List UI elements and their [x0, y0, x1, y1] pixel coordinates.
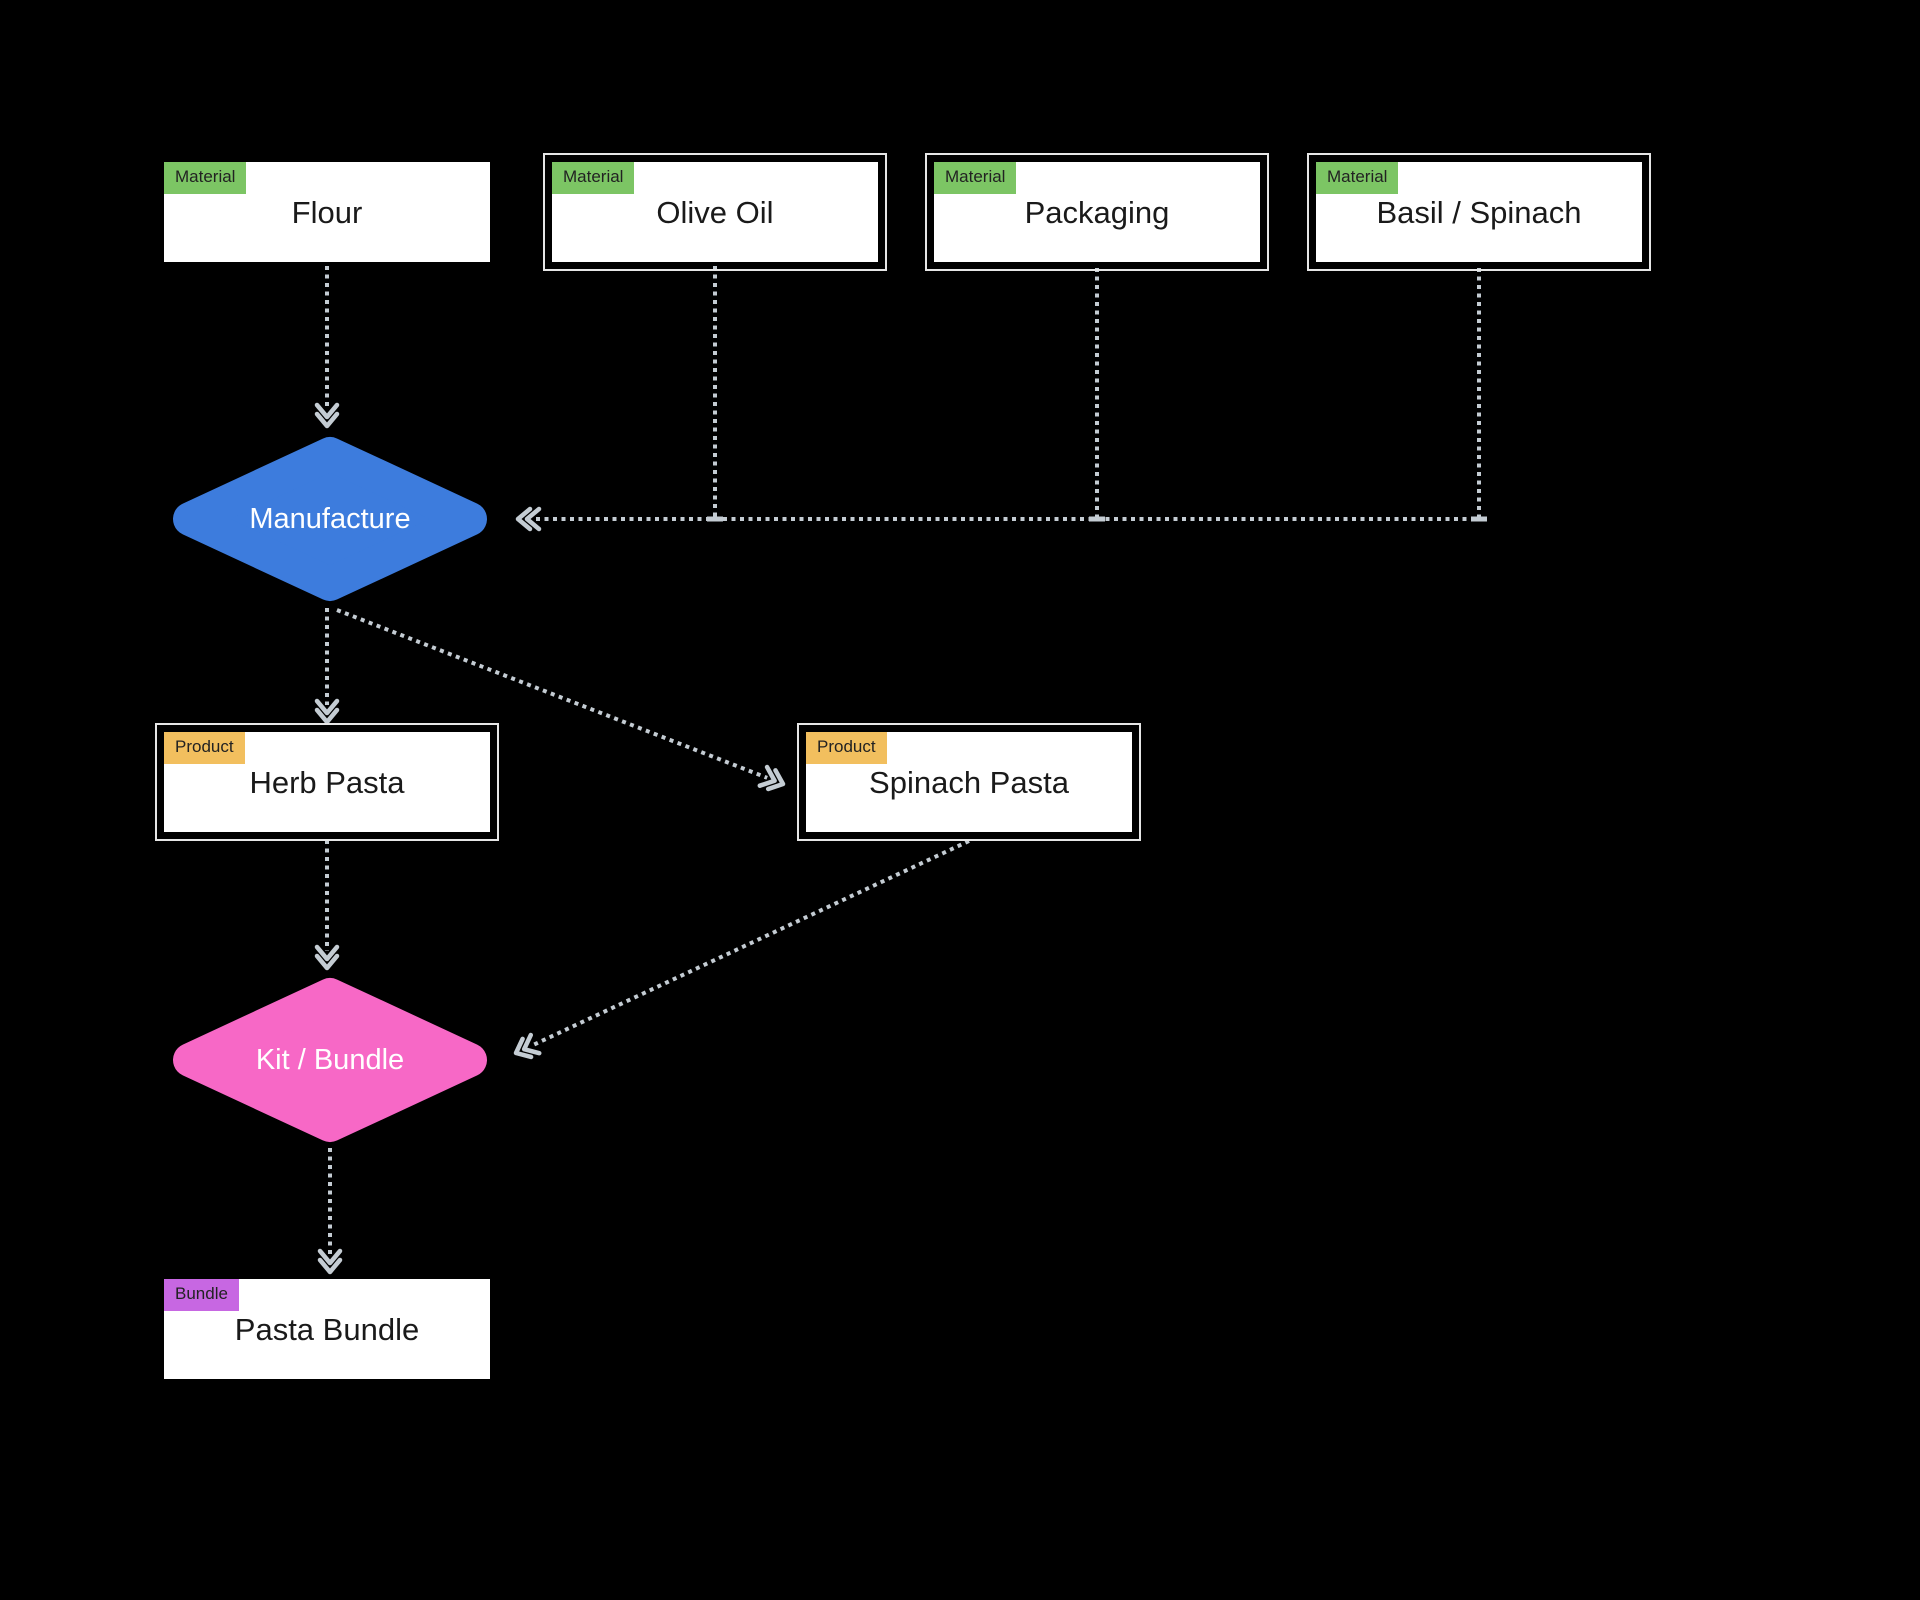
node-packaging[interactable]: Material Packaging	[925, 153, 1269, 271]
packaging-label: Packaging	[1024, 194, 1170, 230]
edge-junction	[1471, 516, 1487, 522]
spinach-pasta-label: Spinach Pasta	[869, 764, 1069, 800]
olive-oil-card: Material Olive Oil	[552, 162, 878, 262]
material-badge: Material	[1316, 162, 1399, 194]
edge-spinach_pasta-kit_bundle	[530, 839, 970, 1048]
flour-card: Material Flour	[164, 162, 490, 262]
flour-label: Flour	[291, 194, 363, 230]
arrowhead-kit_bundle-pasta_bundle	[317, 1248, 343, 1275]
node-olive-oil[interactable]: Material Olive Oil	[543, 153, 887, 271]
node-herb-pasta[interactable]: Product Herb Pasta	[155, 723, 499, 841]
edge-manufacture-spinach_pasta	[336, 608, 768, 780]
spinach-pasta-card: Product Spinach Pasta	[806, 732, 1132, 832]
edge-basil_spinach-manufacture	[535, 268, 1481, 521]
node-kit-bundle[interactable]: Kit / Bundle	[167, 975, 493, 1145]
basil-spinach-label: Basil / Spinach	[1376, 194, 1582, 230]
diamond-shape	[173, 978, 487, 1142]
diamond-shape	[173, 437, 487, 601]
material-badge: Material	[552, 162, 635, 194]
arrowhead-flour-manufacture	[314, 402, 340, 429]
node-flour[interactable]: Material Flour	[155, 153, 499, 271]
pasta-bundle-card: Bundle Pasta Bundle	[164, 1279, 490, 1379]
arrowhead-manufacture-herb_pasta	[314, 698, 340, 725]
node-spinach-pasta[interactable]: Product Spinach Pasta	[797, 723, 1141, 841]
arrowhead-basil_spinach-manufacture	[515, 506, 542, 532]
node-manufacture[interactable]: Manufacture	[167, 434, 493, 604]
arrowhead-manufacture-spinach_pasta	[757, 764, 786, 792]
pasta-bundle-label: Pasta Bundle	[234, 1311, 420, 1347]
edge-junction	[707, 516, 723, 522]
olive-oil-label: Olive Oil	[656, 194, 774, 230]
arrowhead-herb_pasta-kit_bundle	[314, 944, 340, 971]
bundle-badge: Bundle	[164, 1279, 239, 1311]
product-badge: Product	[806, 732, 887, 764]
manufacture-label: Manufacture	[249, 502, 411, 535]
product-badge: Product	[164, 732, 245, 764]
herb-pasta-card: Product Herb Pasta	[164, 732, 490, 832]
node-basil-spinach[interactable]: Material Basil / Spinach	[1307, 153, 1651, 271]
material-badge: Material	[934, 162, 1017, 194]
node-pasta-bundle[interactable]: Bundle Pasta Bundle	[155, 1270, 499, 1388]
edge-junction	[1089, 516, 1105, 522]
basil-spinach-card: Material Basil / Spinach	[1316, 162, 1642, 262]
arrowhead-spinach_pasta-kit_bundle	[513, 1032, 542, 1060]
material-badge: Material	[164, 162, 247, 194]
packaging-card: Material Packaging	[934, 162, 1260, 262]
kit-bundle-label: Kit / Bundle	[255, 1043, 405, 1076]
herb-pasta-label: Herb Pasta	[249, 764, 405, 800]
